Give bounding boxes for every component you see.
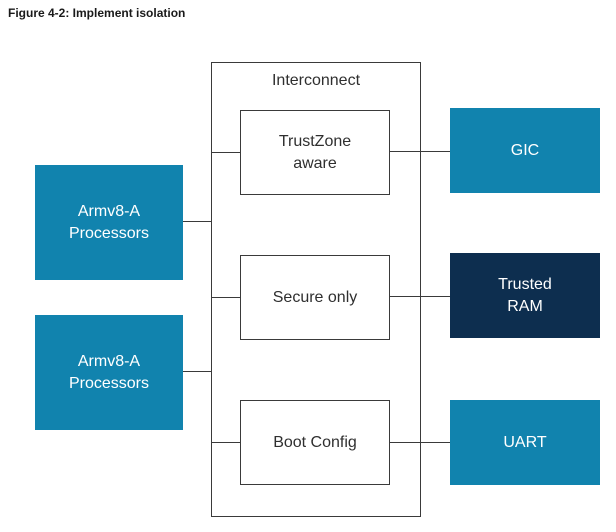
block-trustzone-aware-label: TrustZone aware bbox=[278, 132, 352, 172]
block-boot-config-label: Boot Config bbox=[273, 433, 357, 451]
peripheral-trusted-ram-label: Trusted RAM bbox=[498, 275, 552, 315]
connector-processor1-interconnect bbox=[183, 221, 211, 222]
interconnect-box: Interconnect TrustZone aware Secure only… bbox=[211, 62, 421, 517]
peripheral-gic-label: GIC bbox=[510, 141, 540, 159]
peripheral-trusted-ram: Trusted RAM bbox=[450, 253, 600, 338]
processors-box-2: Armv8-A Processors bbox=[35, 315, 183, 430]
connector-interconnect-boot-config bbox=[211, 442, 240, 443]
connector-interconnect-trustzone-aware bbox=[211, 152, 240, 153]
block-secure-only: Secure only bbox=[240, 255, 390, 340]
connector-interconnect-secure-only bbox=[211, 297, 240, 298]
figure-caption: Figure 4-2: Implement isolation bbox=[8, 6, 186, 20]
interconnect-label: Interconnect bbox=[271, 72, 361, 89]
connector-boot-config-uart bbox=[390, 442, 450, 443]
connector-processor2-interconnect bbox=[183, 371, 211, 372]
block-secure-only-label: Secure only bbox=[272, 288, 358, 306]
block-trustzone-aware: TrustZone aware bbox=[240, 110, 390, 195]
processors-box-1-label: Armv8-A Processors bbox=[68, 202, 150, 242]
connector-trustzone-aware-gic bbox=[390, 151, 450, 152]
processors-box-2-label: Armv8-A Processors bbox=[68, 352, 150, 392]
block-boot-config: Boot Config bbox=[240, 400, 390, 485]
processors-box-1: Armv8-A Processors bbox=[35, 165, 183, 280]
peripheral-uart: UART bbox=[450, 400, 600, 485]
peripheral-uart-label: UART bbox=[503, 433, 547, 451]
peripheral-gic: GIC bbox=[450, 108, 600, 193]
connector-secure-only-trusted-ram bbox=[390, 296, 450, 297]
